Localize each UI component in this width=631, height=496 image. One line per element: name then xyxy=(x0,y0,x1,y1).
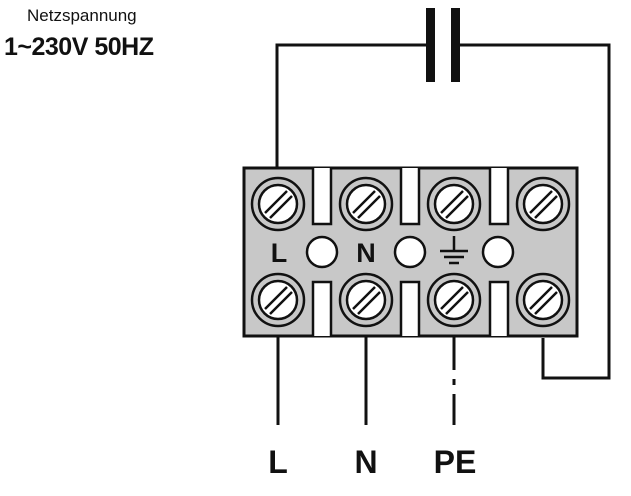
supply-title: Netzspannung xyxy=(27,6,137,25)
screws-bottom-row xyxy=(250,272,571,328)
terminal-top-slots xyxy=(311,168,510,226)
supply-wires xyxy=(276,336,456,425)
capacitor-wiring xyxy=(275,43,611,380)
screw-terminal-icon xyxy=(338,272,394,328)
mounting-hole xyxy=(393,235,427,269)
capacitor-lead-right xyxy=(456,43,611,380)
mounting-hole xyxy=(481,235,515,269)
terminal-bottom-slots xyxy=(311,280,510,336)
wire-label-l: L xyxy=(268,444,288,480)
screw-terminal-icon xyxy=(426,272,482,328)
screw-terminal-icon xyxy=(426,176,482,232)
mounting-hole xyxy=(305,235,339,269)
terminal-label-l: L xyxy=(271,238,288,268)
screw-terminal-icon xyxy=(250,272,306,328)
screw-terminal-icon xyxy=(250,176,306,232)
wire-label-pe: PE xyxy=(434,444,477,480)
screws-top-row xyxy=(250,176,571,232)
capacitor-lead-left xyxy=(275,43,430,168)
ground-icon xyxy=(440,236,468,265)
screw-terminal-icon xyxy=(338,176,394,232)
screw-terminal-icon xyxy=(515,272,571,328)
capacitor-icon xyxy=(426,8,460,82)
supply-spec: 1~230V 50HZ xyxy=(4,33,154,61)
screw-terminal-icon xyxy=(515,176,571,232)
mounting-holes xyxy=(305,235,515,269)
terminal-label-n: N xyxy=(356,238,376,268)
wire-label-n: N xyxy=(354,444,377,480)
